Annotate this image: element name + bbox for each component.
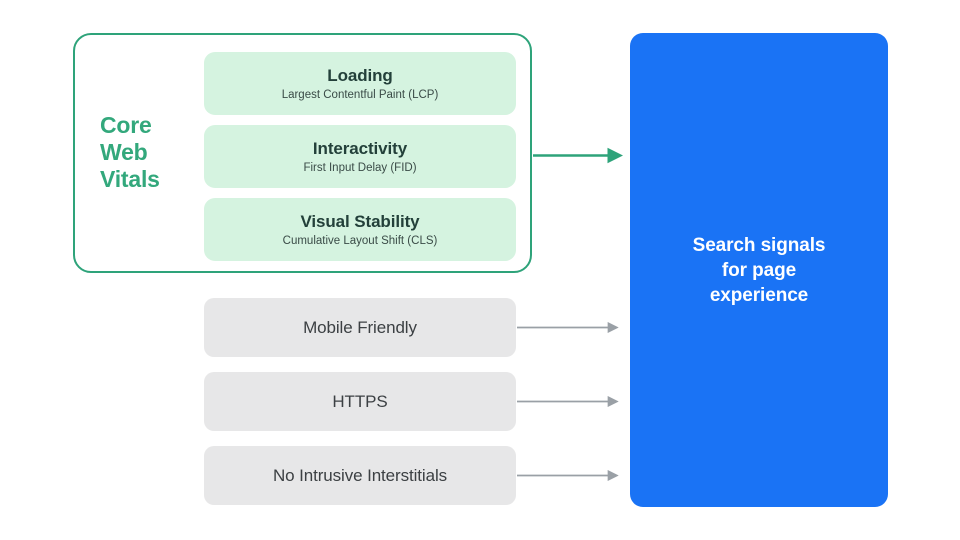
metric-subtitle-loading: Largest Contentful Paint (LCP) [281,88,439,101]
cwv-label-line-1: Core [100,112,152,138]
signal-box-https: HTTPS [204,372,516,431]
metric-title-interactivity: Interactivity [312,138,408,158]
signal-box-mobile-friendly: Mobile Friendly [204,298,516,357]
search-signals-panel-text: Search signals for page experience [692,234,826,306]
cwv-label-line-2: Web [100,139,148,165]
cwv-label-line-3: Vitals [100,166,160,192]
metric-card-visual-stability: Visual Stability Cumulative Layout Shift… [204,198,516,261]
metric-subtitle-visual-stability: Cumulative Layout Shift (CLS) [282,234,438,247]
metric-title-loading: Loading [327,65,393,85]
core-web-vitals-group [73,33,532,273]
metric-card-loading: Loading Largest Contentful Paint (LCP) [204,52,516,115]
signal-box-no-intrusive-interstitials: No Intrusive Interstitials [204,446,516,505]
metric-subtitle-interactivity: First Input Delay (FID) [303,161,417,174]
metric-card-interactivity: Interactivity First Input Delay (FID) [204,125,516,188]
search-signals-panel: Search signals for page experience [630,33,888,507]
metric-title-visual-stability: Visual Stability [300,211,420,231]
